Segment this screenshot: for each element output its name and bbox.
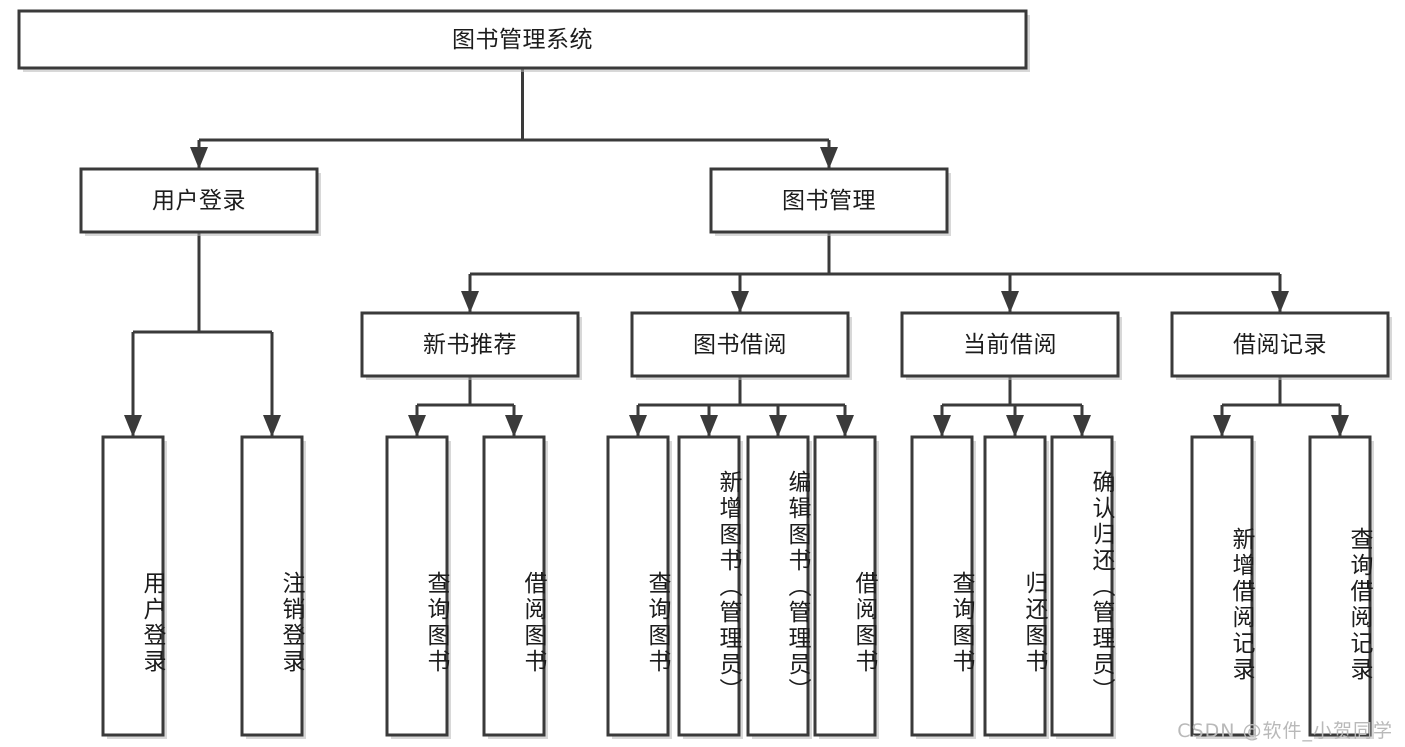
arrow-head-icon-book-manage: [820, 147, 838, 169]
node-root-label: 图书管理系统: [452, 27, 593, 53]
node-user-login-label: 用户登录: [152, 188, 246, 214]
node-leaf-rec-query-record[interactable]: [1308, 435, 1372, 737]
arrow-head-icon-leaf-rec-query-book: [408, 415, 426, 437]
arrow-head-icon-user-login: [190, 147, 208, 169]
node-leaf-borrow-query-book[interactable]: [606, 435, 670, 737]
arrow-head-icon-leaf-borrow-edit-book: [769, 415, 787, 437]
node-book-borrow[interactable]: [630, 311, 850, 378]
node-user-login[interactable]: [79, 167, 319, 234]
arrow-head-icon-new-book-recommend: [461, 291, 479, 313]
arrow-head-icon-book-borrow: [731, 291, 749, 313]
arrow-head-icon-leaf-borrow-add-book: [700, 415, 718, 437]
node-leaf-borrow-borrow-book[interactable]: [813, 435, 877, 737]
arrow-head-icon-leaf-rec-borrow-book: [505, 415, 523, 437]
node-book-manage-label: 图书管理: [782, 188, 876, 214]
arrow-head-icon-leaf-cur-return-book: [1006, 415, 1024, 437]
arrow-head-icon-leaf-rec-query-record: [1331, 415, 1349, 437]
node-leaf-rec-add-record[interactable]: [1190, 435, 1254, 737]
node-leaf-cur-query-book[interactable]: [910, 435, 974, 737]
node-new-book-recommend[interactable]: [360, 311, 580, 378]
node-book-manage[interactable]: [709, 167, 949, 234]
arrow-head-icon-leaf-user-logout: [263, 415, 281, 437]
node-current-borrow-label: 当前借阅: [963, 332, 1057, 358]
arrow-head-icon-leaf-rec-add-record: [1213, 415, 1231, 437]
node-leaf-rec-query-book[interactable]: [385, 435, 449, 737]
node-leaf-cur-confirm-return[interactable]: [1050, 435, 1114, 737]
node-leaf-cur-return-book[interactable]: [983, 435, 1047, 737]
node-borrow-record[interactable]: [1170, 311, 1390, 378]
watermark-text: CSDN @软件_小贺同学: [1177, 720, 1393, 742]
arrow-head-icon-current-borrow: [1001, 291, 1019, 313]
arrow-head-icon-leaf-user-login: [124, 415, 142, 437]
arrow-head-icon-leaf-borrow-query-book: [629, 415, 647, 437]
node-leaf-user-login[interactable]: [101, 435, 165, 737]
node-current-borrow[interactable]: [900, 311, 1120, 378]
node-leaf-rec-borrow-book[interactable]: [482, 435, 546, 737]
node-new-book-recommend-label: 新书推荐: [423, 332, 517, 358]
node-leaf-borrow-edit-book[interactable]: [746, 435, 810, 737]
node-borrow-record-label: 借阅记录: [1233, 332, 1327, 358]
arrow-head-icon-leaf-borrow-borrow-book: [836, 415, 854, 437]
node-root[interactable]: [17, 9, 1028, 70]
node-book-borrow-label: 图书借阅: [693, 332, 787, 358]
connectors-layer: [124, 68, 1349, 437]
node-leaf-borrow-add-book[interactable]: [677, 435, 741, 737]
node-leaf-user-logout[interactable]: [240, 435, 304, 737]
arrow-head-icon-borrow-record: [1271, 291, 1289, 313]
arrow-head-icon-leaf-cur-query-book: [933, 415, 951, 437]
arrow-head-icon-leaf-cur-confirm-return: [1073, 415, 1091, 437]
